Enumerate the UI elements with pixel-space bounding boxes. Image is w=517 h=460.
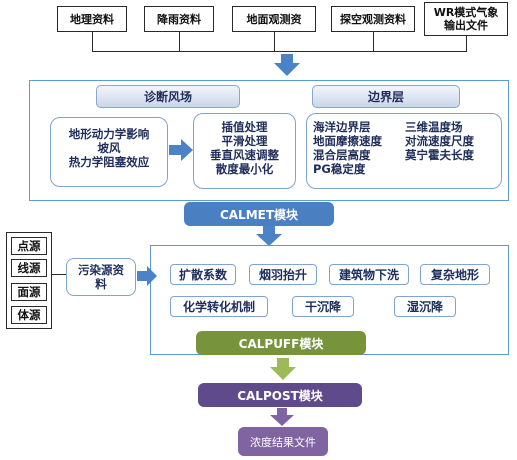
boundary-item: 三维温度场 <box>405 120 463 134</box>
source-list <box>6 232 52 329</box>
connector <box>52 274 66 275</box>
input-surface-obs: 地面观测资 <box>232 6 316 32</box>
wind-processing-box: 插值处理 平滑处理 垂直风速调整 散度最小化 <box>193 113 296 189</box>
input-sounding-obs: 探空观测资料 <box>331 6 415 32</box>
pollution-source-data: 污染源资 料 <box>66 258 136 296</box>
input-wrf-output: WR模式气象 输出文件 <box>424 2 508 36</box>
source-area: 面源 <box>11 283 47 301</box>
boundary-layer-header: 边界层 <box>312 85 460 108</box>
right-arrow <box>169 139 193 161</box>
down-arrow-purple <box>270 408 294 426</box>
diag-left-item: 热力学阻塞效应 <box>68 155 150 169</box>
process-wet-deposition: 湿沉降 <box>394 296 456 317</box>
boundary-item: 地面摩擦速度 <box>313 134 382 148</box>
calpuff-module: CALPUFF模块 <box>196 331 366 355</box>
connector <box>179 32 180 52</box>
boundary-item: PG稳定度 <box>313 162 366 176</box>
diag-right-item: 垂直风速调整 <box>210 148 279 162</box>
diag-left-item: 地形动力学影响 <box>68 127 150 141</box>
connector <box>274 32 275 52</box>
process-plume-rise: 烟羽抬升 <box>249 264 317 285</box>
connector <box>92 51 467 52</box>
boundary-item: 莫宁霍夫长度 <box>405 148 474 162</box>
boundary-item: 海洋边界层 <box>313 120 371 134</box>
boundary-item: 对流速度尺度 <box>405 134 474 148</box>
down-arrow <box>256 226 282 246</box>
input-geography: 地理资料 <box>57 6 127 32</box>
source-volume: 体源 <box>11 306 47 324</box>
connector <box>92 32 93 52</box>
connector <box>466 36 467 52</box>
input-rainfall: 降雨资料 <box>144 6 214 32</box>
source-line: 线源 <box>11 259 47 277</box>
boundary-item: 混合层高度 <box>313 148 371 162</box>
calmet-module: CALMET模块 <box>184 202 334 226</box>
process-building-downwash: 建筑物下洗 <box>329 264 409 285</box>
process-dry-deposition: 干沉降 <box>292 296 354 317</box>
connector <box>373 32 374 52</box>
diag-right-item: 散度最小化 <box>215 162 274 176</box>
diag-right-item: 插值处理 <box>221 120 268 134</box>
boundary-col1: 海洋边界层 地面摩擦速度 混合层高度 PG稳定度 <box>313 120 405 188</box>
process-complex-terrain: 复杂地形 <box>420 264 490 285</box>
source-point: 点源 <box>11 237 47 255</box>
process-diffusion: 扩散系数 <box>170 264 236 285</box>
process-chemical-transformation: 化学转化机制 <box>170 296 268 317</box>
diag-right-item: 平滑处理 <box>221 134 268 148</box>
down-arrow <box>274 54 300 76</box>
diagnostic-wind-header: 诊断风场 <box>96 85 240 108</box>
diag-left-item: 坡风 <box>97 141 121 155</box>
right-arrow <box>137 266 157 286</box>
calpost-module: CALPOST模块 <box>198 383 362 407</box>
concentration-output-file: 浓度结果文件 <box>238 427 328 456</box>
down-arrow-green <box>270 358 296 380</box>
boundary-layer-box: 海洋边界层 地面摩擦速度 混合层高度 PG稳定度 三维温度场 对流速度尺度 莫宁… <box>306 113 502 189</box>
terrain-effects-box: 地形动力学影响 坡风 热力学阻塞效应 <box>50 117 168 187</box>
boundary-col2: 三维温度场 对流速度尺度 莫宁霍夫长度 <box>405 120 499 188</box>
